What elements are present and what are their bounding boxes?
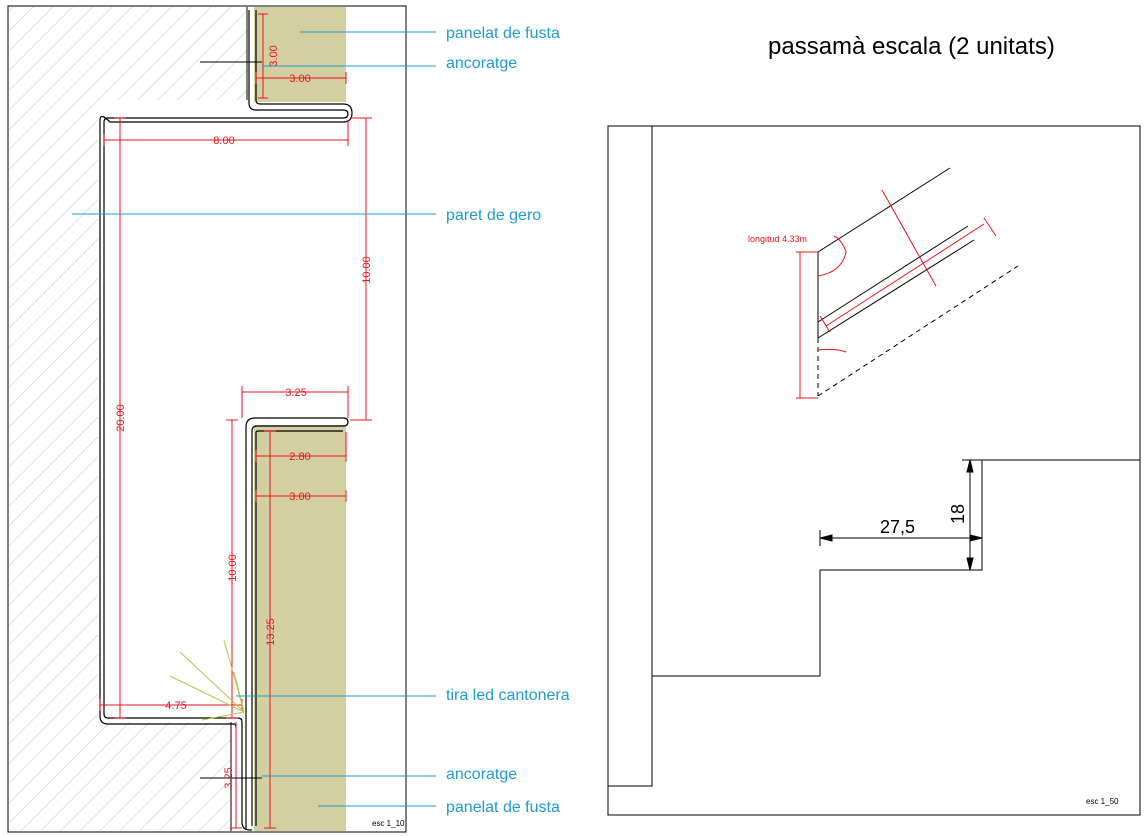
elevation-black-dims — [819, 459, 983, 571]
elevation-scale: esc 1_50 — [1086, 797, 1119, 806]
handrail-profile — [99, 10, 353, 831]
length-label: longitud 4.33m — [748, 234, 807, 244]
stair-profile — [652, 459, 1140, 677]
elevation-section: longitud 4.33m 27,5 18 esc 1_50 — [607, 125, 1141, 816]
led-light-rays — [169, 639, 245, 721]
dim-2-80: 2.80 — [289, 451, 310, 463]
detail-dimension-lines — [99, 13, 372, 829]
detail-section: 3.00 3.00 8.00 10.00 20.00 3.25 2.80 3.0… — [7, 5, 570, 833]
page-title: passamà escala (2 unitats) — [768, 33, 1055, 60]
dim-3-25-upper: 3.25 — [285, 387, 306, 399]
elevation-red-dims — [796, 189, 997, 399]
dim-10-lower: 10.00 — [227, 554, 239, 582]
label-wall: paret de gero — [446, 207, 541, 224]
handrail-elevation — [817, 167, 1019, 397]
dim-3-25-lower: 3.25 — [223, 767, 235, 788]
detail-scale: esc 1_10 — [372, 819, 405, 828]
dim-4-75: 4.75 — [165, 700, 186, 712]
elevation-frame — [607, 125, 1141, 816]
leader-lines — [72, 31, 436, 807]
label-led: tira led cantonera — [446, 687, 570, 704]
wood-panel-bottom — [254, 425, 346, 831]
detail-frame — [7, 5, 407, 833]
anchor-lines — [200, 61, 262, 779]
wood-panel-top — [254, 7, 346, 102]
dim-top-vertical: 3.00 — [268, 45, 280, 66]
label-panel-bottom: panelat de fusta — [446, 799, 560, 816]
dim-10-upper: 10.00 — [361, 256, 373, 284]
label-anchor-bottom: ancoratge — [446, 766, 517, 783]
tread-dimension: 27,5 — [880, 517, 915, 537]
label-anchor-top: ancoratge — [446, 55, 517, 72]
dim-3-00-lower: 3.00 — [289, 491, 310, 503]
dim-top-horizontal: 3.00 — [289, 73, 310, 85]
dim-13-25: 13.25 — [265, 618, 277, 646]
brick-wall-hatch — [9, 7, 247, 831]
dim-20: 20.00 — [115, 404, 127, 432]
riser-dimension: 18 — [948, 504, 968, 524]
wall-side — [608, 125, 653, 787]
dim-8: 8.00 — [213, 135, 234, 147]
wall-boundary-line — [230, 7, 248, 831]
label-panel-top: panelat de fusta — [446, 25, 560, 42]
